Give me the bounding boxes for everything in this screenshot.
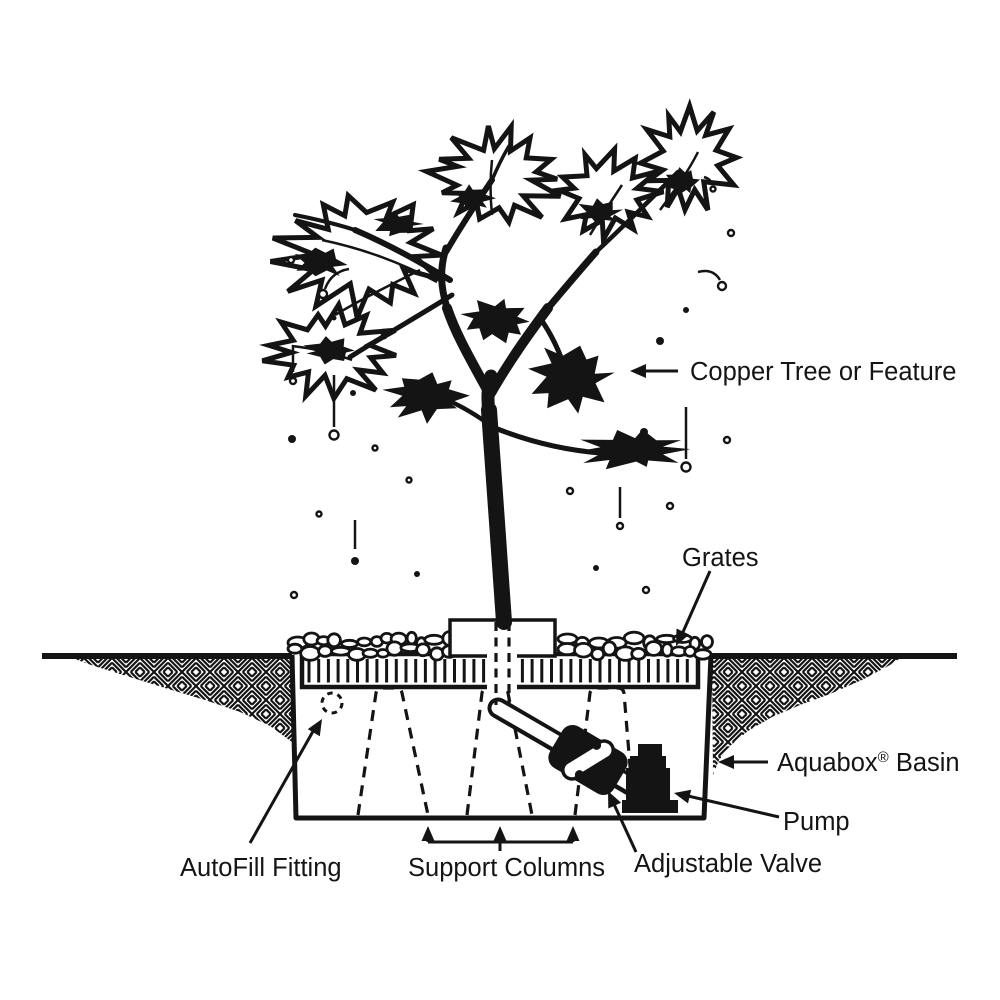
water-droplets: [286, 175, 736, 600]
arrowhead-support-1: [421, 826, 435, 841]
label-support-columns: Support Columns: [408, 854, 605, 882]
label-adjustable-valve: Adjustable Valve: [634, 850, 822, 878]
annotations: Copper Tree or Feature Grates Aquabox® B…: [180, 358, 960, 882]
arrowhead-aquabox: [718, 755, 734, 769]
autofill-fitting-shape: [320, 691, 344, 715]
arrowhead-support-2: [493, 826, 507, 841]
label-pump: Pump: [783, 808, 850, 836]
arrowhead-autofill: [307, 719, 322, 737]
label-copper-tree: Copper Tree or Feature: [690, 358, 956, 386]
adjustable-valve-shape: [548, 724, 628, 796]
arrowhead-support-3: [566, 826, 580, 841]
label-grates: Grates: [682, 544, 759, 572]
pump-shape: [622, 744, 678, 813]
label-autofill-fitting: AutoFill Fitting: [180, 854, 342, 882]
soil-hatch-right: [712, 655, 905, 775]
arrowhead-grates: [676, 628, 690, 646]
arrowhead-adjustable-valve: [608, 791, 622, 809]
ground-soil: [42, 653, 957, 775]
soil-hatch-left: [75, 655, 292, 742]
label-aquabox-basin: Aquabox® Basin: [777, 749, 960, 777]
copper-tree: [259, 98, 744, 630]
arrowhead-copper-tree: [630, 364, 646, 378]
arrowhead-pump: [674, 789, 692, 804]
